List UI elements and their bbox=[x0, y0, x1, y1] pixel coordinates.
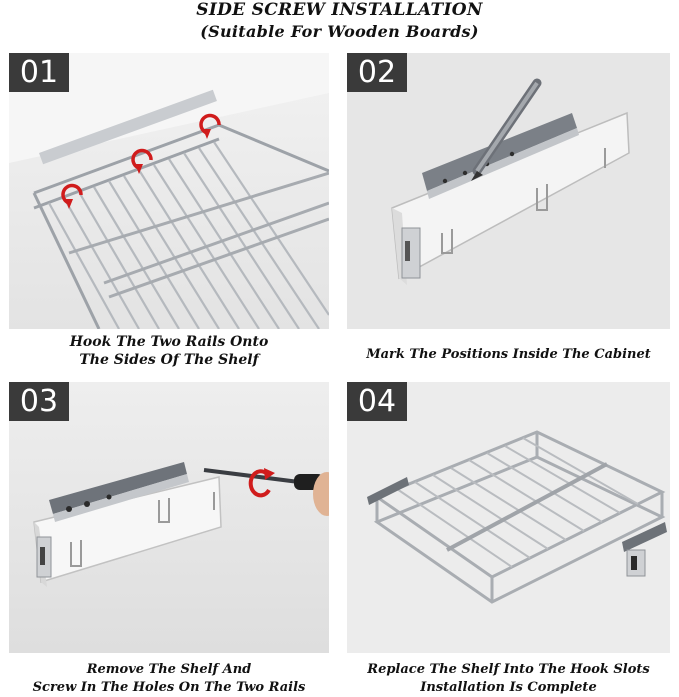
slide-rail-illustration bbox=[391, 78, 630, 285]
caption-line: Hook The Two Rails Onto bbox=[69, 334, 269, 350]
page-title: SIDE SCREW INSTALLATION (Suitable For Wo… bbox=[0, 0, 679, 42]
step-number-badge: 04 bbox=[347, 382, 407, 421]
slide-rail-illustration bbox=[33, 462, 329, 587]
step-number-badge: 02 bbox=[347, 53, 407, 92]
caption-line: Screw In The Holes On The Two Rails bbox=[32, 680, 306, 695]
step-3-panel: 03 bbox=[9, 382, 329, 653]
step-1-panel: 01 bbox=[9, 53, 329, 329]
step-4-panel: 04 bbox=[347, 382, 670, 653]
wire-shelf-illustration bbox=[9, 53, 329, 329]
rotate-arrow-icon bbox=[248, 468, 275, 498]
caption-line: The Sides Of The Shelf bbox=[79, 352, 259, 368]
step-2-caption: Mark The Positions Inside The Cabinet bbox=[347, 346, 670, 364]
step-1-caption: Hook The Two Rails Onto The Sides Of The… bbox=[9, 333, 329, 369]
rotate-arrow-icon bbox=[61, 113, 221, 205]
title-line-1: SIDE SCREW INSTALLATION bbox=[196, 0, 483, 20]
pencil-illustration bbox=[471, 78, 542, 181]
step-2-panel: 02 bbox=[347, 53, 670, 329]
step-3-caption: Remove The Shelf And Screw In The Holes … bbox=[9, 661, 329, 697]
caption-line: Mark The Positions Inside The Cabinet bbox=[366, 347, 651, 362]
step-number-badge: 01 bbox=[9, 53, 69, 92]
caption-line: Installation Is Complete bbox=[420, 680, 597, 695]
caption-line: Replace The Shelf Into The Hook Slots bbox=[367, 662, 650, 677]
step-number-badge: 03 bbox=[9, 382, 69, 421]
wire-shelf-illustration bbox=[367, 430, 667, 604]
caption-line: Remove The Shelf And bbox=[86, 662, 252, 677]
title-line-2: (Suitable For Wooden Boards) bbox=[200, 22, 479, 41]
step-4-caption: Replace The Shelf Into The Hook Slots In… bbox=[347, 661, 670, 697]
